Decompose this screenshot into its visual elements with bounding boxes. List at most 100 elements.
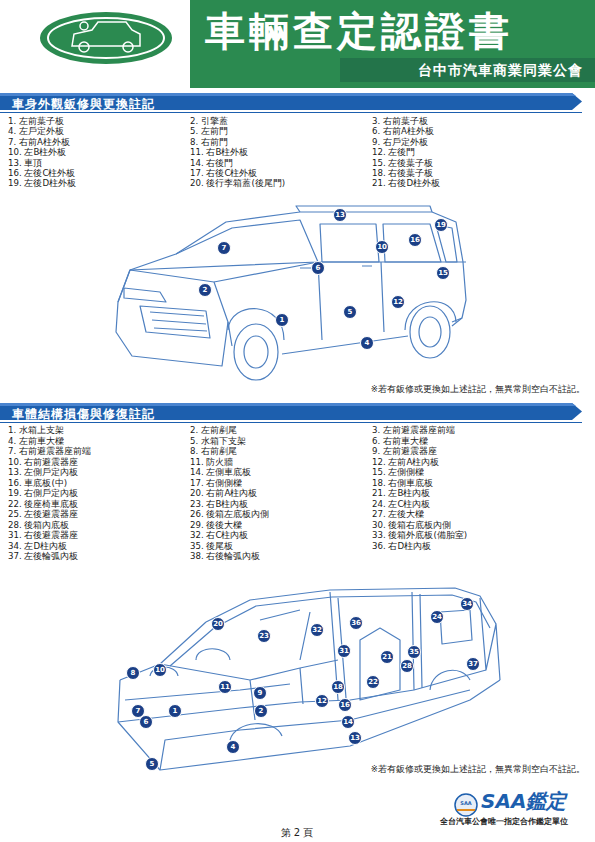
list-item: 28. 後箱內底板 (8, 520, 69, 530)
callout-number: 2 (198, 283, 212, 297)
header-band (190, 0, 595, 88)
list-item: 3. 右前葉子板 (372, 116, 428, 126)
callout-number: 12 (391, 295, 405, 309)
callout-number: 11 (218, 680, 232, 694)
callout-number: 9 (253, 686, 267, 700)
callout-number: 31 (337, 644, 351, 658)
callout-number: 2 (254, 704, 268, 718)
list-item: 12. 左後門 (372, 147, 415, 157)
list-item: 9. 左前避震器座 (372, 446, 437, 456)
callout-number: 16 (408, 233, 422, 247)
list-item: 9. 右戶定外板 (372, 137, 428, 147)
section-band: 車體結構損傷與修復註記 (0, 403, 582, 420)
list-item: 6. 右前車大樑 (372, 436, 428, 446)
list-item: 34. 左D柱內板 (8, 541, 67, 551)
callout-number: 10 (153, 663, 167, 677)
list-item: 7. 右前A柱外板 (8, 137, 70, 147)
footnote: ※若有鈑修或更換如上述註記，無異常則空白不註記。 (300, 764, 585, 776)
list-item: 33. 後箱外底板(備胎室) (372, 530, 467, 540)
list-item: 8. 右前門 (190, 137, 228, 147)
list-item: 26. 後箱左底板內側 (190, 509, 269, 519)
callout-number: 6 (139, 715, 153, 729)
band-rule (0, 422, 582, 423)
list-item: 18. 右後葉子板 (372, 168, 433, 178)
callout-number: 23 (257, 629, 271, 643)
list-item: 2. 左前剷尾 (190, 425, 237, 435)
car-body-structure-drawing (118, 588, 500, 770)
callout-number: 4 (226, 740, 240, 754)
section-heading: 車身外觀鈑修與更換註記 (0, 97, 155, 111)
list-item: 2. 引擎蓋 (190, 116, 228, 126)
car-exterior-drawing (116, 206, 466, 380)
callout-number: 34 (460, 597, 474, 611)
callout-number: 12 (315, 694, 329, 708)
list-item: 29. 後後大樑 (190, 520, 242, 530)
list-item: 27. 左後大樑 (372, 509, 424, 519)
footnote: ※若有鈑修或更換如上述註記，無異常則空白不註記。 (300, 384, 585, 396)
list-item: 5. 水箱下支架 (190, 436, 246, 446)
list-item: 4. 左戶定外板 (8, 126, 64, 136)
subtitle-band (340, 58, 595, 82)
callout-number: 15 (436, 266, 450, 280)
list-item: 19. 左後D柱外板 (8, 178, 76, 188)
list-item: 22. 後座椅車底板 (8, 499, 78, 509)
callout-number: 1 (275, 313, 289, 327)
list-item: 1. 水箱上支架 (8, 425, 64, 435)
list-item: 16. 左後C柱外板 (8, 168, 75, 178)
list-item: 11. 防火牆 (190, 457, 233, 467)
list-item: 12. 左前A柱內板 (372, 457, 439, 467)
logo-text: SAA (457, 800, 475, 807)
list-item: 20. 後行李箱蓋(後尾門) (190, 178, 285, 188)
list-item: 21. 右後D柱外板 (372, 178, 440, 188)
callout-number: 24 (430, 610, 444, 624)
list-item: 35. 後尾板 (190, 541, 233, 551)
callout-number: 32 (310, 623, 324, 637)
list-item: 36. 右D柱內板 (372, 541, 431, 551)
callout-number: 22 (366, 675, 380, 689)
list-item: 10. 右前避震器座 (8, 457, 78, 467)
callout-number: 35 (407, 645, 421, 659)
list-item: 4. 左前車大樑 (8, 436, 64, 446)
list-item: 15. 左側側樑 (372, 467, 424, 477)
list-item: 21. 左B柱內板 (372, 488, 430, 498)
tagline: 全台汽車公會唯一指定合作鑑定單位 (440, 817, 568, 827)
list-item: 1. 左前葉子板 (8, 116, 64, 126)
callout-number: 7 (217, 241, 231, 255)
list-item: 37. 左後輪弧內板 (8, 551, 78, 561)
callout-number: 21 (380, 650, 394, 664)
callout-number: 10 (375, 240, 389, 254)
list-item: 6. 右前A柱外板 (372, 126, 434, 136)
list-item: 14. 左側車底板 (190, 467, 251, 477)
callout-number: 20 (211, 617, 225, 631)
list-item: 24. 左C柱內板 (372, 499, 430, 509)
callout-number: 1 (168, 704, 182, 718)
callout-number: 37 (466, 657, 480, 671)
list-item: 5. 左前門 (190, 126, 228, 136)
callout-number: 28 (400, 659, 414, 673)
list-item: 32. 右C柱內板 (190, 530, 248, 540)
list-item: 31. 右後避震器座 (8, 530, 78, 540)
logo-car (72, 22, 140, 52)
list-item: 30. 後箱右底板內側 (372, 520, 451, 530)
list-item: 3. 左前避震器座前端 (372, 425, 455, 435)
list-item: 7. 右前避震器座前端 (8, 446, 91, 456)
list-item: 11. 右B柱外板 (190, 147, 248, 157)
band-rule (0, 112, 582, 113)
callout-number: 13 (333, 208, 347, 222)
logo-ring (48, 18, 164, 58)
list-item: 19. 右側戶定內板 (8, 488, 78, 498)
list-item: 13. 車頂 (8, 158, 42, 168)
list-item: 17. 右側側樑 (190, 478, 242, 488)
list-item: 23. 右B柱內板 (190, 499, 248, 509)
callout-number: 4 (360, 336, 374, 350)
saa-logo-circle (455, 794, 477, 816)
callout-number: 13 (348, 731, 362, 745)
list-item: 20. 右前A柱內板 (190, 488, 257, 498)
callout-number: 5 (145, 757, 159, 771)
list-item: 8. 右前剷尾 (190, 446, 237, 456)
callout-number: 8 (126, 666, 140, 680)
page-title: 車輛查定認證書 (205, 6, 513, 56)
list-item: 17. 右後C柱外板 (190, 168, 257, 178)
